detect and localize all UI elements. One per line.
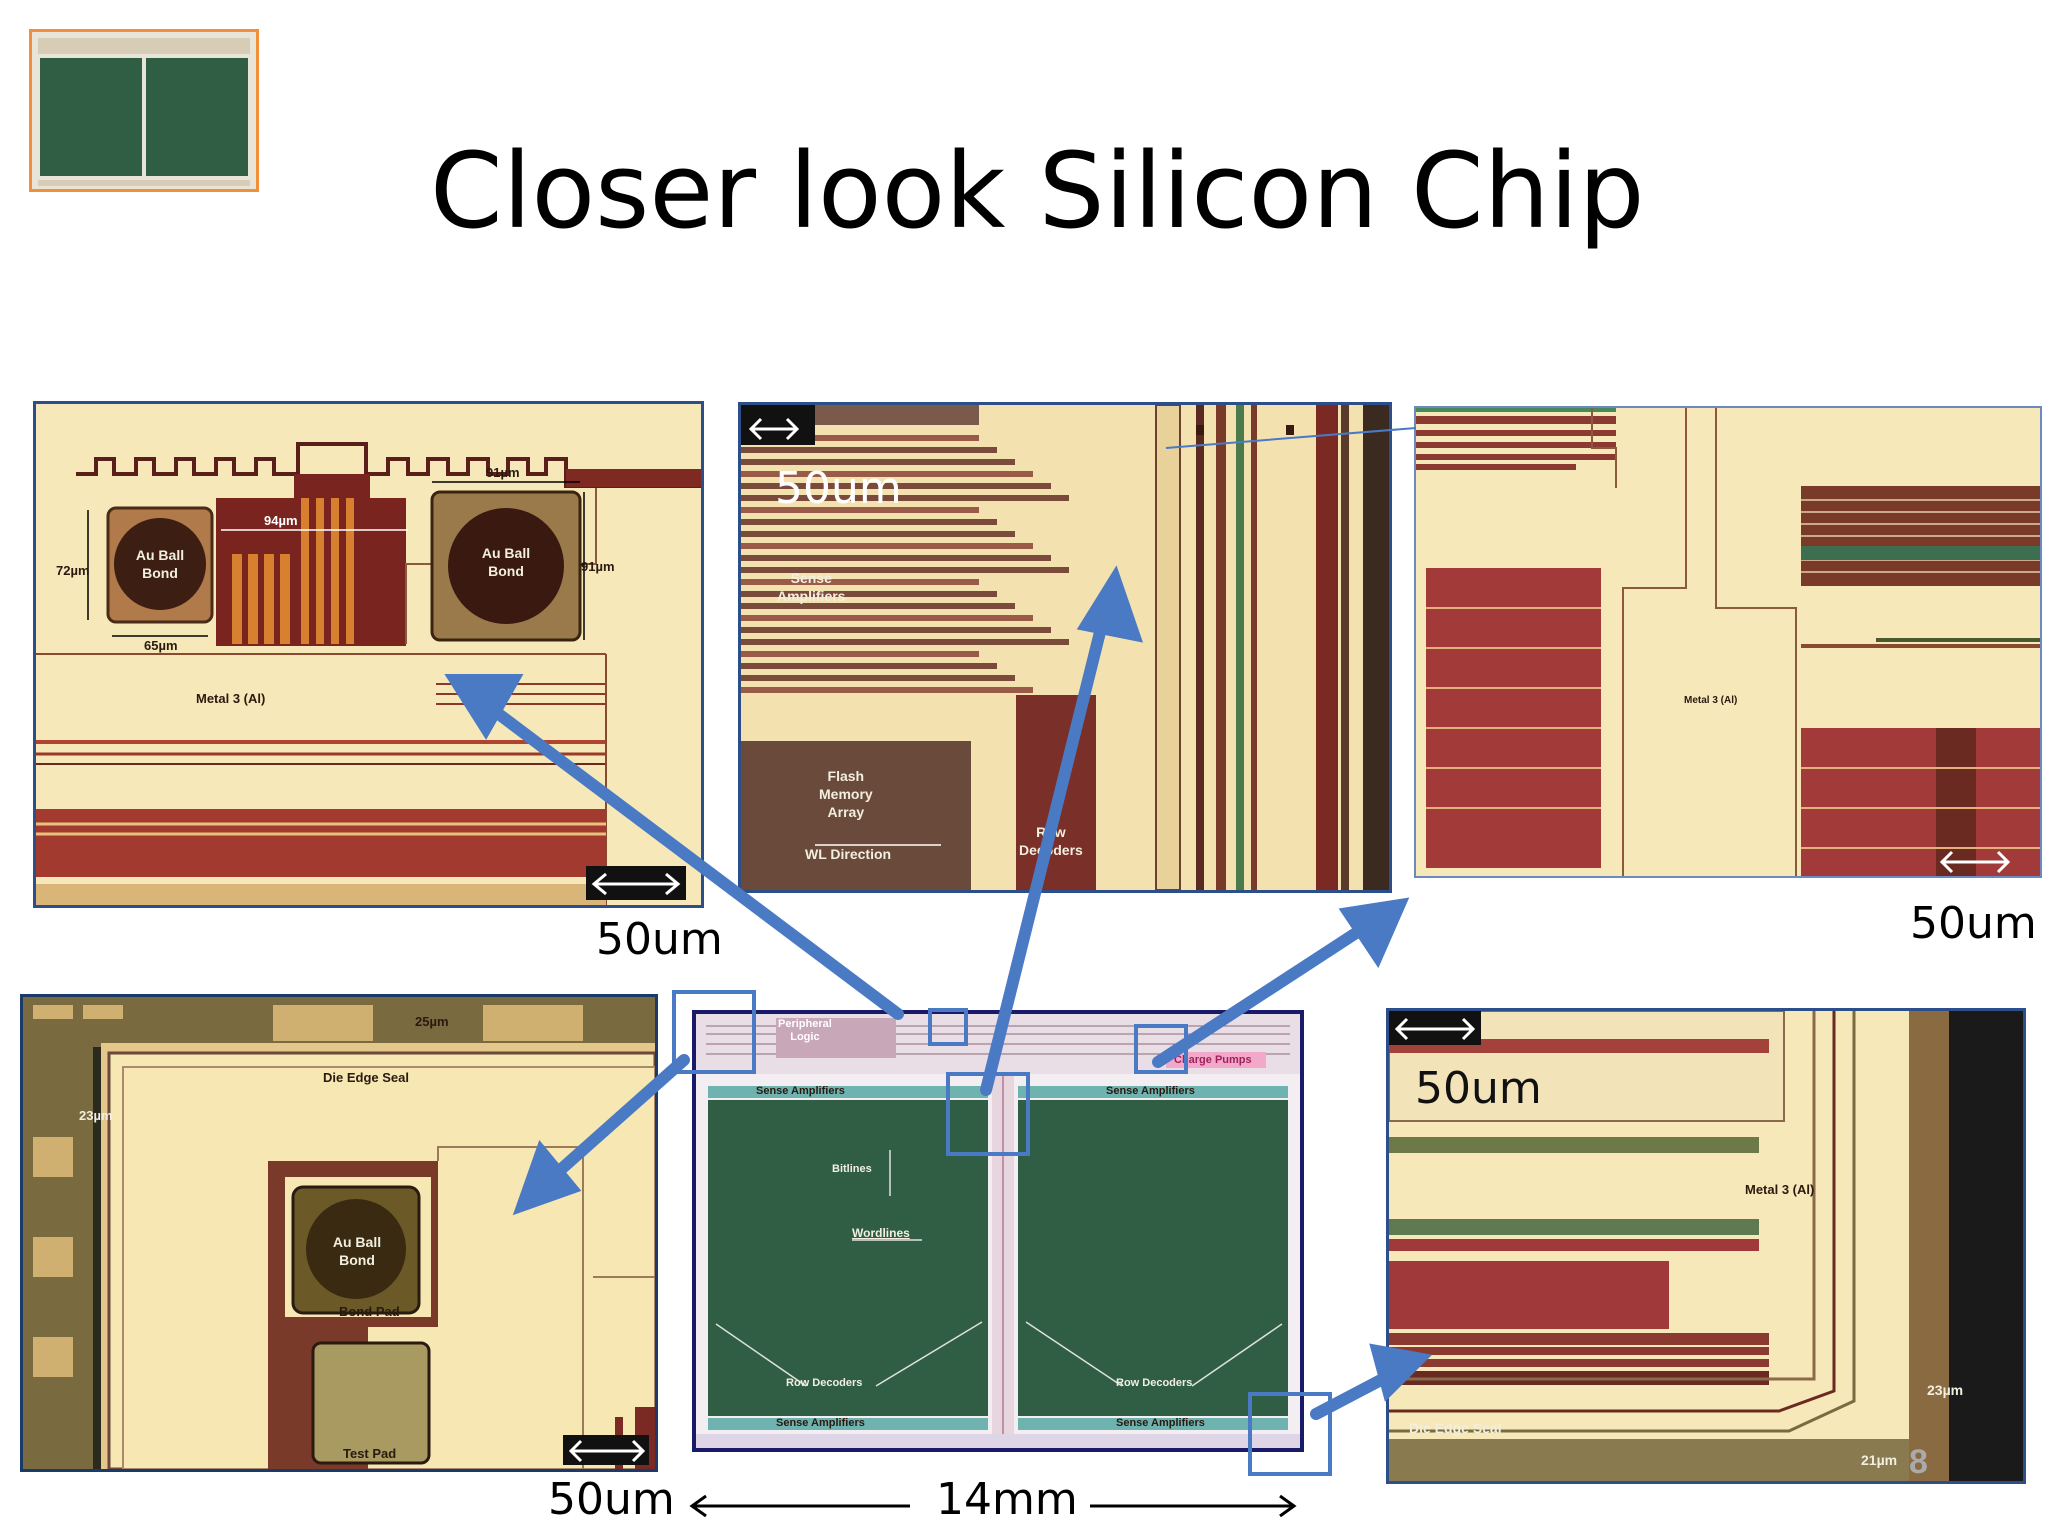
micrograph-metal-3: Metal 3 (Al) (1414, 406, 2042, 878)
scale-bottom-right: 50um (1415, 1063, 1542, 1114)
bond-left-label: Au Ball Bond (135, 547, 185, 581)
metal-3-layout (1416, 408, 2040, 876)
die-width-label: 14mm (936, 1474, 1078, 1525)
sense-bottom-left-label: Sense Amplifiers (776, 1417, 865, 1429)
arrow-to-bond-pads (474, 694, 904, 1020)
flash-label: Flash Memory Array (819, 768, 873, 820)
connector-line (1166, 427, 1417, 449)
callout-box-peripheral (928, 1008, 968, 1046)
slide-title: Closer look Silicon Chip (430, 130, 1645, 252)
dim-width-label: 91µm (486, 465, 520, 480)
micrograph-die-edge: 25µm Die Edge Seal 23µm Au Ball Bond Bon… (20, 994, 658, 1472)
slide-thumbnail (29, 29, 259, 192)
scale-top-mid: 50um (775, 463, 902, 514)
metal-label: Metal 3 (Al) (1684, 695, 1738, 706)
scale-bottom-left: 50um (548, 1474, 675, 1525)
dim-top-label: 25µm (415, 1014, 449, 1029)
sense-amp-layout (741, 405, 1389, 890)
bitlines-label: Bitlines (832, 1163, 872, 1175)
scale-top-left: 50um (596, 914, 723, 965)
charge-pumps-label: Charge Pumps (1174, 1054, 1252, 1066)
sense-label: Sense Amplifiers (777, 570, 846, 604)
callout-box-corner (1248, 1392, 1332, 1476)
bond-pad-label: Bond Pad (339, 1304, 400, 1319)
bond-right-label: Au Ball Bond (481, 545, 531, 579)
sense-bottom-right-label: Sense Amplifiers (1116, 1417, 1205, 1429)
callout-box-top-left (672, 990, 756, 1074)
row-left-label: Row Decoders (786, 1377, 863, 1389)
dim-gap-label: 94µm (264, 513, 298, 528)
arrow-to-metal-3 (1152, 914, 1382, 1068)
sense-top-left-label: Sense Amplifiers (756, 1085, 845, 1097)
micrograph-sense-amplifiers: 50um Sense Amplifiers Flash Memory Array… (738, 402, 1392, 893)
dim-height-left-label: 72µm (56, 563, 90, 578)
dim-bottom-label: 21µm (1861, 1452, 1898, 1468)
dim-height-right-label: 91µm (581, 559, 615, 574)
page-number: 8 (1909, 1443, 1928, 1481)
micrograph-bond-pads: 91µm 94µm 72µm 91µm 65µm Au Ball Bond Au… (33, 401, 704, 908)
wordlines-label: Wordlines (852, 1226, 910, 1240)
bond-pads-layout (36, 442, 701, 905)
seal-label: Die Edge Seal (1409, 1420, 1502, 1436)
die-width-arrow (689, 1494, 1297, 1518)
die-edge-layout (23, 997, 655, 1469)
die-corner-layout (1389, 1011, 2023, 1481)
die-overview: Peripheral Logic Charge Pumps Sense Ampl… (692, 1010, 1304, 1452)
metal-label: Metal 3 (Al) (196, 691, 266, 706)
metal-label: Metal 3 (Al) (1745, 1182, 1815, 1197)
test-pad-label: Test Pad (343, 1446, 397, 1461)
dim-right-label: 23µm (1927, 1382, 1964, 1398)
bond-label: Au Ball Bond (332, 1234, 382, 1268)
arrow-to-die-edge (534, 1054, 690, 1194)
seal-label: Die Edge Seal (323, 1070, 409, 1085)
row-right-label: Row Decoders (1116, 1377, 1193, 1389)
dim-left-label: 23µm (79, 1108, 113, 1123)
dim-bottom-label: 65µm (144, 638, 178, 653)
wl-label: WL Direction (805, 846, 892, 862)
sense-top-right-label: Sense Amplifiers (1106, 1085, 1195, 1097)
micrograph-die-corner: 50um Metal 3 (Al) Die Edge Seal 23µm 21µ… (1386, 1008, 2026, 1484)
peripheral-label: Peripheral Logic (778, 1018, 832, 1043)
arrow-to-sense-amps (980, 594, 1114, 1096)
scale-top-right: 50um (1910, 898, 2037, 949)
